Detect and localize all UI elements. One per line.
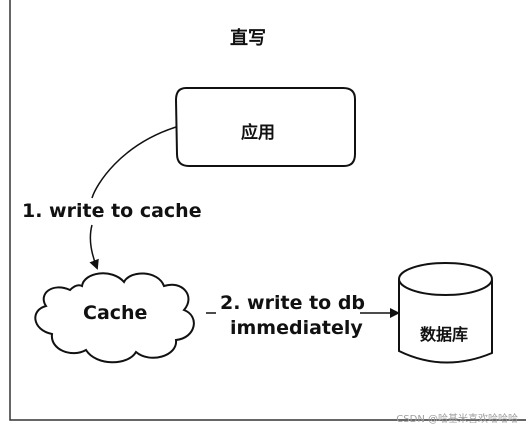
outer-frame <box>9 0 526 421</box>
app-box <box>174 87 356 167</box>
database-node-label: 数据库 <box>420 325 469 344</box>
step2-label-line1: 2. write to db <box>220 292 366 314</box>
diagram-title: 直写 <box>230 28 266 49</box>
watermark: CSDN @哈基米喜欢哈哈哈 <box>396 414 518 425</box>
arrow-write-to-cache <box>90 126 177 268</box>
app-node-label: 应用 <box>241 123 275 143</box>
step1-label: 1. write to cache <box>22 200 202 222</box>
database-cylinder <box>398 262 493 364</box>
step2-label-line2: immediately <box>230 317 363 339</box>
cache-cloud <box>34 272 195 364</box>
cache-node-label: Cache <box>83 302 148 324</box>
